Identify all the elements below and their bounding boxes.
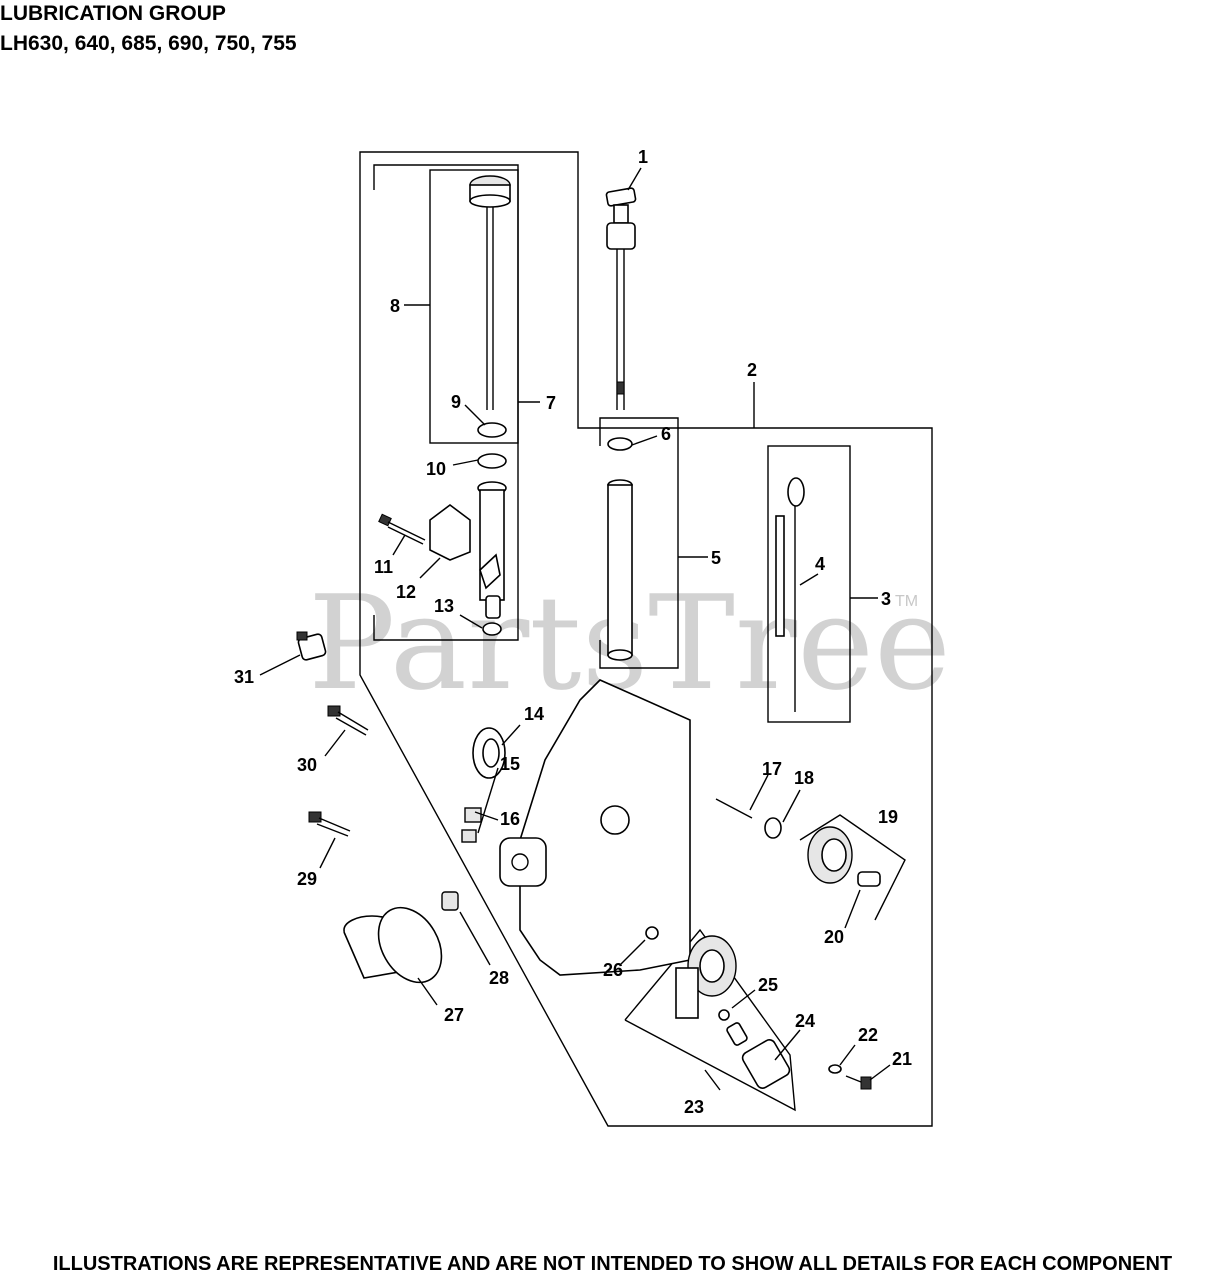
part-washer-18 [764, 817, 782, 839]
callout-25: 25 [758, 975, 778, 995]
part-pin-17 [715, 798, 753, 819]
part-fill-tube [477, 481, 507, 619]
leader-lines [259, 167, 891, 1091]
part-valve-24 [726, 1022, 791, 1089]
callout-3: 3 [881, 589, 891, 609]
part-screw-21 [845, 1075, 872, 1090]
callout-24: 24 [795, 1011, 815, 1031]
part-dipstick-4 [775, 477, 805, 712]
callout-6: 6 [661, 424, 671, 444]
callout-8: 8 [390, 296, 400, 316]
part-gear-19 [807, 826, 853, 884]
kit-bracket-8 [429, 169, 519, 444]
kit-bracket-5 [599, 417, 679, 669]
callout-19: 19 [878, 807, 898, 827]
callout-22: 22 [858, 1025, 878, 1045]
callout-26: 26 [603, 960, 623, 980]
callout-23: 23 [684, 1097, 704, 1117]
part-oring-26 [645, 926, 659, 940]
kit-bracket-19 [799, 814, 906, 921]
callout-30: 30 [297, 755, 317, 775]
callout-13: 13 [434, 596, 454, 616]
kit-bracket-3 [767, 445, 851, 723]
part-oring-9 [477, 422, 507, 438]
part-shaft-20 [857, 871, 881, 887]
part-plug-15 [461, 829, 477, 843]
part-bolt-29 [308, 811, 351, 837]
callout-5: 5 [711, 548, 721, 568]
callout-12: 12 [396, 582, 416, 602]
callout-14: 14 [524, 704, 544, 724]
part-oring-13 [482, 622, 502, 636]
part-oring-25 [718, 1009, 730, 1021]
diagram-title: LUBRICATION GROUP [0, 2, 226, 25]
part-oil-filter-27 [343, 906, 443, 984]
callout-15: 15 [500, 754, 520, 774]
callout-11: 11 [374, 557, 393, 577]
part-fitting-28 [441, 891, 459, 911]
part-plug-16 [464, 807, 482, 823]
part-dipstick-8 [469, 175, 511, 410]
group-outline [359, 151, 933, 1127]
callout-21: 21 [892, 1049, 912, 1069]
part-oring-6 [607, 437, 633, 451]
callout-9: 9 [451, 392, 461, 412]
part-tube-5 [607, 479, 633, 661]
part-bracket-12 [429, 504, 471, 561]
watermark-tm: TM [895, 593, 918, 610]
callout-10: 10 [426, 459, 446, 479]
callout-29: 29 [297, 869, 317, 889]
part-washer-22 [828, 1064, 842, 1074]
exploded-parts-diagram: PartsTree TM [234, 147, 951, 1127]
callout-17: 17 [762, 759, 782, 779]
callout-20: 20 [824, 927, 844, 947]
callout-31: 31 [234, 667, 254, 687]
part-bolt-30 [327, 705, 369, 736]
callout-4: 4 [815, 554, 825, 574]
part-dipstick-1 [605, 187, 637, 410]
part-closure-plate [499, 679, 691, 976]
callout-27: 27 [444, 1005, 464, 1025]
part-oil-pump [675, 935, 737, 1019]
callout-18: 18 [794, 768, 814, 788]
callout-2: 2 [747, 360, 757, 380]
part-breather-31 [296, 631, 327, 661]
disclaimer-footer: ILLUSTRATIONS ARE REPRESENTATIVE AND ARE… [52, 1253, 1173, 1275]
model-list: LH630, 640, 685, 690, 750, 755 [0, 32, 297, 55]
callout-7: 7 [546, 393, 556, 413]
callout-16: 16 [500, 809, 520, 829]
callout-1: 1 [638, 147, 648, 167]
callout-28: 28 [489, 968, 509, 988]
part-oring-10 [477, 453, 507, 469]
part-seal-14 [472, 727, 506, 779]
